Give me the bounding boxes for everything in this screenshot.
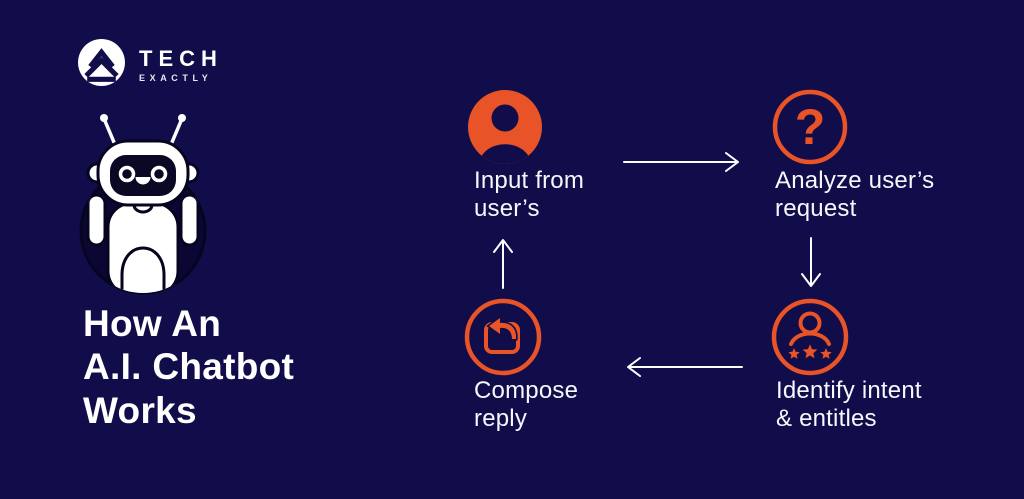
user-rating-stars-circle-icon <box>771 298 849 376</box>
flow-node-analyze-label: Analyze user’s request <box>775 167 935 223</box>
mountain-chevron-logo-icon <box>77 38 126 92</box>
user-filled-circle-icon <box>468 90 542 164</box>
page-title: How An A.I. Chatbot Works <box>83 302 294 432</box>
page-title-line-3: Works <box>83 389 197 431</box>
robot-icon <box>79 114 207 295</box>
svg-text:?: ? <box>795 99 826 155</box>
flow-node-input <box>463 85 547 169</box>
flow-node-compose-label: Compose reply <box>474 377 579 433</box>
logo-subname: EXACTLY <box>139 72 213 83</box>
flow-node-identify <box>768 295 852 379</box>
arrow-right-icon <box>622 150 746 179</box>
brand-logo: TECH EXACTLY <box>77 38 223 92</box>
page-title-line-2: A.I. Chatbot <box>83 346 295 388</box>
flow-node-compose <box>461 295 545 379</box>
chatbot-robot-illustration <box>66 103 216 308</box>
reply-circle-icon <box>464 298 542 376</box>
arrow-left-icon <box>620 355 744 384</box>
arrow-up-icon <box>491 234 515 295</box>
flow-node-input-label: Input from user’s <box>474 167 585 223</box>
logo-name: TECH <box>139 45 223 71</box>
arrow-down-icon <box>799 236 823 297</box>
question-mark-circle-icon: ? <box>772 89 848 165</box>
flow-node-analyze: ? <box>768 85 852 169</box>
page-title-line-1: How An <box>83 303 222 344</box>
flow-node-identify-label: Identify intent & entitles <box>776 377 922 433</box>
